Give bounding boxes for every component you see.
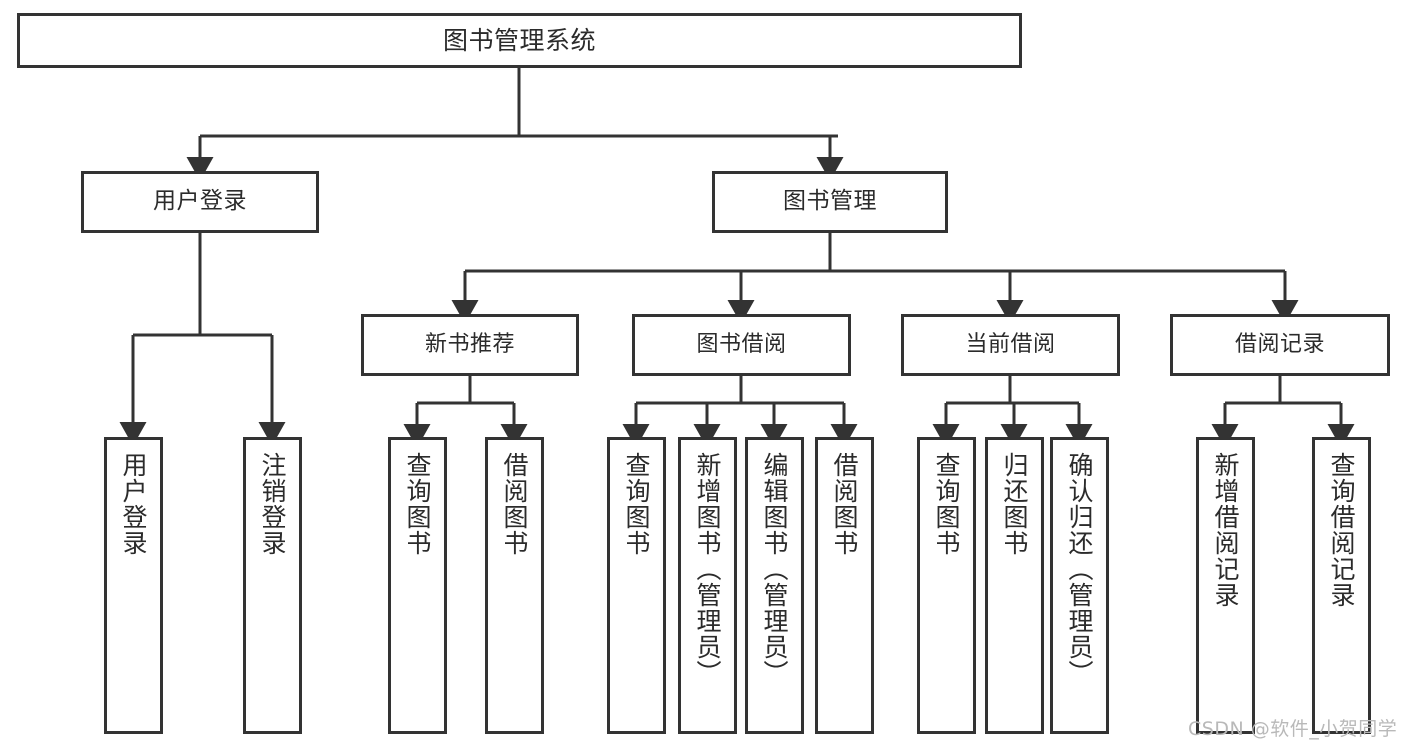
- node-leaf-confirm-return[interactable]: 确认归还（管理员）: [1050, 437, 1109, 734]
- node-leaf-query-book-2[interactable]: 查询图书: [607, 437, 666, 734]
- node-leaf-add-book[interactable]: 新增图书（管理员）: [678, 437, 737, 734]
- node-leaf-user-login-label: 用户登录: [119, 452, 148, 556]
- node-leaf-user-login[interactable]: 用户登录: [104, 437, 163, 734]
- node-leaf-edit-book-label: 编辑图书（管理员）: [760, 452, 789, 686]
- node-leaf-user-logout-label: 注销登录: [258, 452, 287, 556]
- node-leaf-add-record-label: 新增借阅记录: [1211, 452, 1240, 608]
- watermark: CSDN @软件_小贺同学: [1188, 718, 1398, 740]
- node-leaf-query-book-2-label: 查询图书: [622, 452, 651, 556]
- node-leaf-borrow-book-1[interactable]: 借阅图书: [485, 437, 544, 734]
- node-leaf-add-book-label: 新增图书（管理员）: [693, 452, 722, 686]
- node-user-login[interactable]: 用户登录: [81, 171, 319, 233]
- node-borrow-record[interactable]: 借阅记录: [1170, 314, 1390, 376]
- node-root-label: 图书管理系统: [442, 25, 596, 55]
- node-borrow-record-label: 借阅记录: [1234, 332, 1325, 358]
- node-leaf-query-book-3-label: 查询图书: [932, 452, 961, 556]
- node-book-management-label: 图书管理: [783, 188, 877, 215]
- node-new-book-recommend[interactable]: 新书推荐: [361, 314, 579, 376]
- node-new-book-recommend-label: 新书推荐: [424, 332, 515, 358]
- node-leaf-query-book-1-label: 查询图书: [403, 452, 432, 556]
- node-current-borrow-label: 当前借阅: [965, 332, 1056, 358]
- node-leaf-query-book-3[interactable]: 查询图书: [917, 437, 976, 734]
- node-book-borrow-label: 图书借阅: [696, 332, 787, 358]
- node-leaf-query-record[interactable]: 查询借阅记录: [1312, 437, 1371, 734]
- node-leaf-borrow-book-2-label: 借阅图书: [830, 452, 859, 556]
- node-leaf-borrow-book-1-label: 借阅图书: [500, 452, 529, 556]
- node-leaf-query-book-1[interactable]: 查询图书: [388, 437, 447, 734]
- node-book-borrow[interactable]: 图书借阅: [632, 314, 851, 376]
- node-user-login-label: 用户登录: [153, 188, 247, 215]
- node-leaf-confirm-return-label: 确认归还（管理员）: [1065, 452, 1094, 686]
- node-leaf-return-book[interactable]: 归还图书: [985, 437, 1044, 734]
- node-leaf-add-record[interactable]: 新增借阅记录: [1196, 437, 1255, 734]
- node-leaf-query-record-label: 查询借阅记录: [1327, 452, 1356, 608]
- node-leaf-return-book-label: 归还图书: [1000, 452, 1029, 556]
- node-leaf-borrow-book-2[interactable]: 借阅图书: [815, 437, 874, 734]
- node-leaf-edit-book[interactable]: 编辑图书（管理员）: [745, 437, 804, 734]
- node-leaf-user-logout[interactable]: 注销登录: [243, 437, 302, 734]
- node-root[interactable]: 图书管理系统: [17, 13, 1022, 68]
- node-current-borrow[interactable]: 当前借阅: [901, 314, 1120, 376]
- node-book-management[interactable]: 图书管理: [712, 171, 948, 233]
